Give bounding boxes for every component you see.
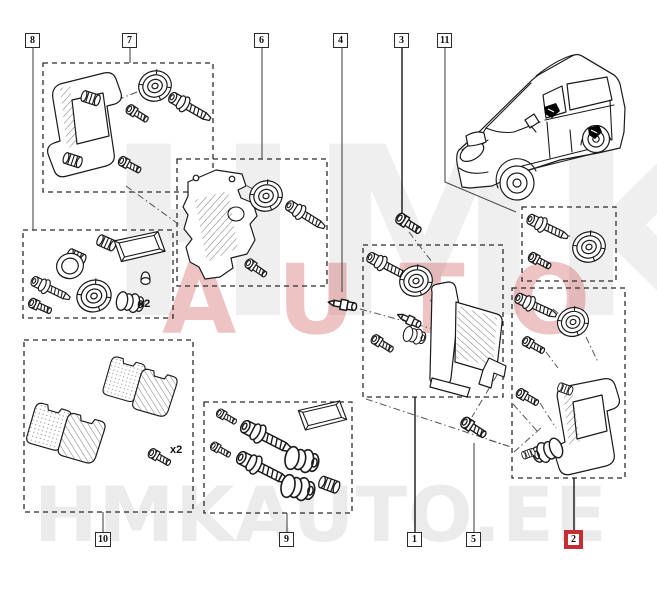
vehicle-figure	[456, 53, 626, 201]
box-10	[23, 339, 194, 513]
callout-badge-11[interactable]: 11	[437, 33, 453, 48]
box-8	[22, 229, 174, 319]
front-position-marker	[544, 103, 560, 118]
box-1	[362, 244, 504, 398]
figure-seal-repair-kit	[26, 230, 166, 318]
box-9	[203, 401, 353, 514]
mounting-bolt-3	[393, 210, 424, 237]
callout-badge-3[interactable]: 3	[394, 33, 409, 48]
seal-kit-quantity-label: x2	[138, 298, 151, 310]
callout-badge-1[interactable]: 1	[407, 532, 422, 547]
rear-position-marker	[588, 125, 602, 139]
cap-part	[140, 271, 151, 286]
figure-rear-caliper-bracket	[363, 248, 507, 398]
box-3	[521, 206, 617, 282]
callout-badge-8[interactable]: 8	[25, 33, 40, 48]
callout-badge-4[interactable]: 4	[333, 33, 348, 48]
callout-badge-7[interactable]: 7	[122, 33, 137, 48]
pad-bolt-quantity-label: x2	[170, 444, 183, 456]
box-7	[42, 62, 214, 193]
callout-badge-6[interactable]: 6	[254, 33, 269, 48]
mounting-bolt-5	[458, 414, 489, 441]
callout-badge-10[interactable]: 10	[95, 532, 111, 547]
callout-badge-2-highlighted[interactable]: 2	[564, 530, 583, 549]
callout-lines	[32, 48, 575, 532]
figure-front-carrier-kit	[47, 65, 215, 178]
callout-badge-9[interactable]: 9	[279, 532, 294, 547]
figure-brake-pad-set	[24, 355, 180, 469]
callout-badge-5[interactable]: 5	[466, 532, 481, 547]
bleed-screw	[326, 296, 359, 313]
figure-rear-caliper-assembly	[182, 169, 330, 280]
box-2	[511, 287, 626, 479]
figure-guide-pin-kit	[208, 399, 348, 504]
figure-fitting-kit	[523, 210, 611, 272]
assembly-leader-lines	[111, 91, 599, 453]
figure-front-carrier-bracket	[511, 289, 620, 476]
